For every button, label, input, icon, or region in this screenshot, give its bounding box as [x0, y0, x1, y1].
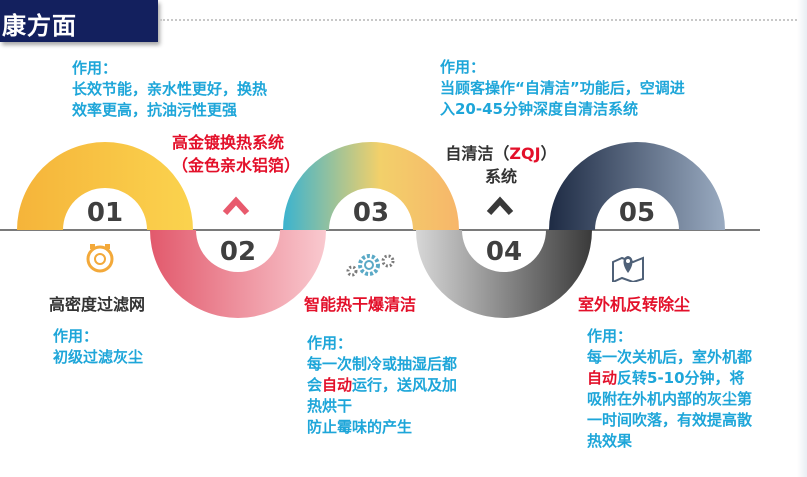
step-01-sub-label: 作用： — [53, 327, 99, 345]
step-04-name-highlight: ZQJ — [509, 144, 541, 163]
step-number-02: 02 — [219, 237, 257, 267]
step-05-desc-line: 热效果 — [587, 432, 633, 450]
wave-segment-02 — [150, 230, 326, 318]
right-edge-shade — [797, 0, 807, 477]
map-pin-icon — [612, 256, 644, 282]
step-04-desc-label: 作用： — [440, 58, 486, 76]
step-02-name-line: （金色亲水铝箔） — [172, 156, 301, 175]
filter-gauge-icon — [86, 244, 114, 273]
step-04-name-text: 自清洁（ — [445, 144, 510, 163]
step-number-05: 05 — [618, 198, 656, 228]
step-03-name: 智能热干爆清洁 — [304, 295, 417, 314]
wave-segment-03 — [283, 142, 459, 230]
step-05-desc-text: 反转5-10分钟，将 — [617, 369, 745, 387]
step-04-name-text: ） — [540, 144, 557, 163]
step-number-01: 01 — [86, 198, 124, 228]
wave-segment-04 — [416, 230, 592, 318]
step-02-name: 高金镀换热系统 （金色亲水铝箔） — [172, 131, 300, 177]
step-01-sub-line: 初级过滤灰尘 — [53, 348, 144, 366]
step-04-name-line: 系统 — [484, 167, 517, 186]
step-03-desc-label: 作用： — [307, 334, 353, 352]
step-05-desc-line: 自动反转5-10分钟，将 — [587, 368, 752, 389]
step-04-desc-line: 当顾客操作“自清洁”功能后，空调进 — [440, 79, 685, 97]
step-05-name: 室外机反转除尘 — [578, 295, 691, 314]
step-03-desc-line: 每一次制冷或抽湿后都 — [307, 355, 458, 373]
step-01-sub: 作用： 初级过滤灰尘 — [53, 326, 143, 368]
step-04-desc-line: 入20-45分钟深度自清洁系统 — [440, 100, 638, 118]
step-number-03: 03 — [352, 198, 390, 228]
wave-segment-05 — [549, 142, 725, 230]
step-01-desc: 作用： 长效节能，亲水性更好，换热 效率更高，抗油污性更强 — [72, 58, 267, 121]
step-04-name: 自清洁（ZQJ） 系统 — [441, 142, 561, 188]
step-05-desc-line: 吸附在外机内部的灰尘第 — [587, 390, 753, 408]
step-03-desc-text: 运行，送风及加 — [352, 376, 458, 394]
page-title: 康方面 — [2, 12, 77, 40]
chevron-up-icon — [222, 196, 250, 216]
step-03-desc-text: 会 — [307, 376, 323, 394]
title-divider — [160, 19, 800, 21]
step-05-desc: 作用： 每一次关机后，室外机都 自动反转5-10分钟，将 吸附在外机内部的灰尘第… — [587, 326, 752, 452]
step-01-name: 高密度过滤网 — [49, 295, 146, 314]
step-02-name-line: 高金镀换热系统 — [172, 133, 285, 152]
wave-segment-01 — [17, 142, 193, 230]
page-title-bar: 康方面 — [0, 0, 158, 42]
step-number-04: 04 — [485, 237, 523, 267]
step-03-desc-highlight: 自动 — [322, 376, 353, 394]
step-05-desc-line: 每一次关机后，室外机都 — [587, 348, 753, 366]
step-05-desc-label: 作用： — [587, 327, 633, 345]
step-01-desc-label: 作用： — [72, 59, 118, 77]
step-05-desc-highlight: 自动 — [587, 369, 618, 387]
step-03-desc-line: 会自动运行，送风及加 — [307, 375, 457, 396]
chevron-up-dark-icon — [486, 196, 514, 216]
step-05-desc-line: 一时间吹落，有效提高散 — [587, 411, 753, 429]
step-03-desc-line: 防止霉味的产生 — [307, 418, 413, 436]
step-01-desc-line: 效率更高，抗油污性更强 — [72, 101, 238, 119]
step-04-name-line: 自清洁（ZQJ） — [441, 142, 561, 165]
step-03-desc: 作用： 每一次制冷或抽湿后都 会自动运行，送风及加 热烘干 防止霉味的产生 — [307, 333, 457, 438]
step-01-desc-line: 长效节能，亲水性更好，换热 — [72, 80, 268, 98]
step-03-desc-line: 热烘干 — [307, 397, 353, 415]
step-04-desc: 作用： 当顾客操作“自清洁”功能后，空调进 入20-45分钟深度自清洁系统 — [440, 57, 685, 120]
gear-cleaning-icon — [346, 254, 395, 277]
